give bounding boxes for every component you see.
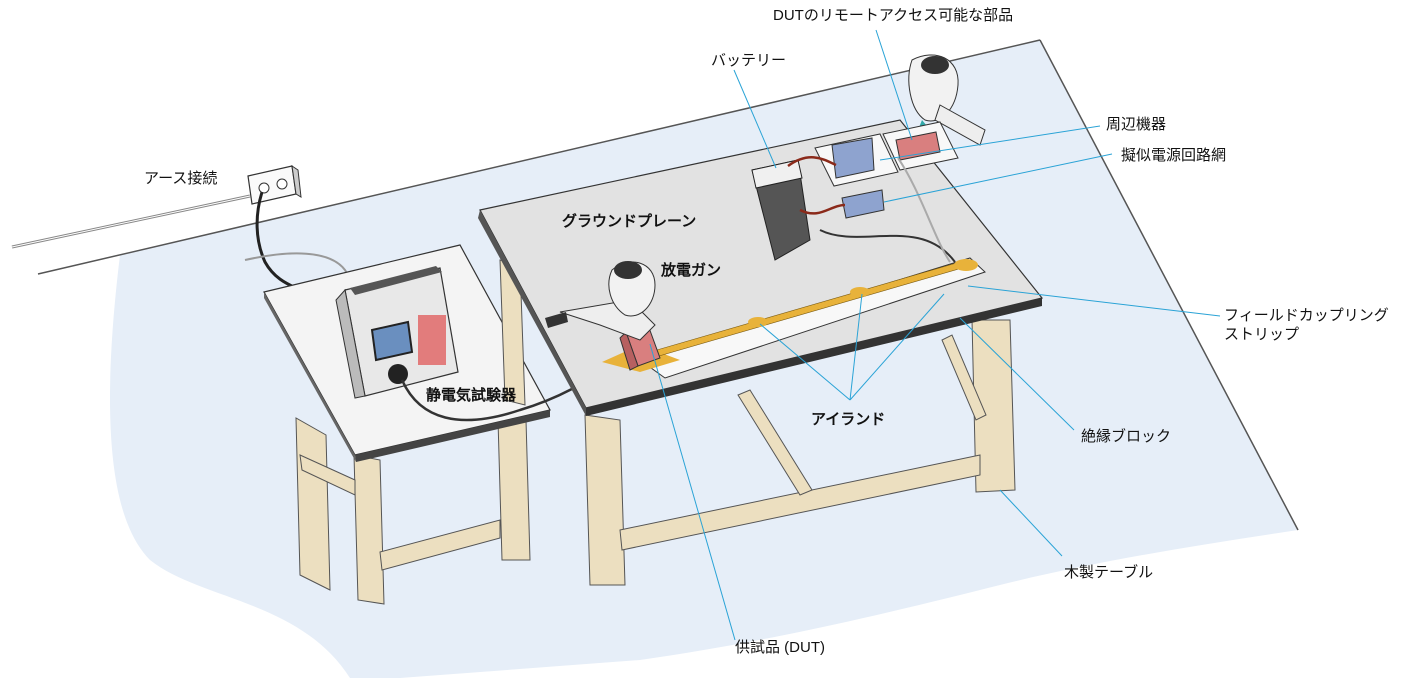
big-table [478, 119, 1044, 586]
leader-lines [649, 29, 1221, 641]
label-peripheral: 周辺機器 [1106, 116, 1167, 133]
label-wooden-table: 木製テーブル [1064, 564, 1154, 581]
label-field-strip-line2: ストリップ [1224, 326, 1300, 343]
island-1 [748, 317, 768, 327]
label-lisn: 擬似電源回路網 [1121, 147, 1227, 164]
discharge-gun-rear [908, 54, 986, 146]
tester-power-cable [255, 191, 301, 292]
battery-cables [787, 156, 846, 215]
label-dut: 供試品 (DUT) [735, 639, 825, 656]
lisn-box [841, 189, 885, 219]
label-battery: バッテリー [711, 52, 787, 69]
label-earth: アース接続 [144, 170, 218, 187]
label-insulating-block: 絶縁ブロック [1081, 428, 1172, 445]
power-outlet [247, 164, 302, 205]
peripheral-cable [897, 157, 951, 263]
label-field-strip-line1: フィールドカップリング [1224, 307, 1389, 324]
field-coupling-strip [602, 257, 986, 379]
floor-edge-right [1039, 39, 1299, 531]
island-2 [850, 287, 870, 297]
small-table [263, 244, 551, 605]
label-ground-plane: グラウンドプレーン [562, 213, 697, 230]
battery-box [751, 159, 811, 261]
label-discharge-gun: 放電ガン [661, 262, 722, 279]
esd-tester-unit [335, 266, 459, 399]
label-islands: アイランド [811, 411, 886, 428]
island-3 [954, 259, 978, 271]
label-dut-remote: DUTのリモートアクセス可能な部品 [773, 7, 1014, 24]
peripheral-area [814, 121, 959, 187]
floor-edge-line [37, 39, 1041, 275]
discharge-gun-front [545, 261, 656, 341]
label-esd-tester: 静電気試験器 [426, 387, 517, 404]
